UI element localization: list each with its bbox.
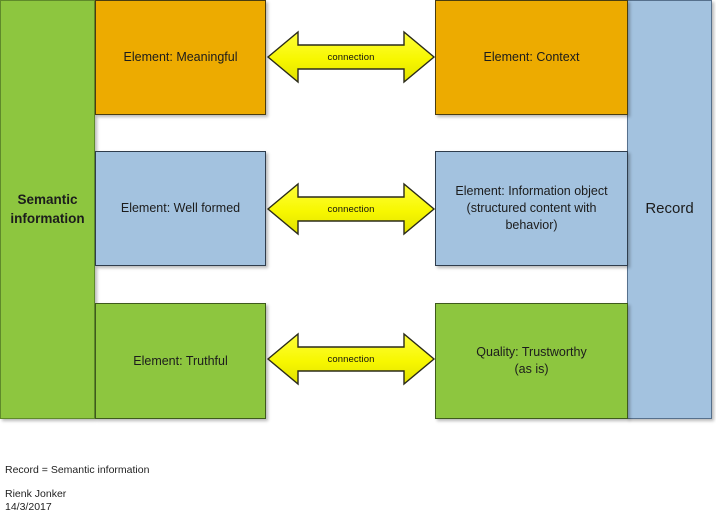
box-element-context-label: Element: Context <box>483 50 580 65</box>
band-semantic-information[interactable]: Semantic information <box>0 0 95 419</box>
box-element-information-object[interactable]: Element: Information object (structured … <box>435 151 628 266</box>
band-record[interactable]: Record <box>627 0 712 419</box>
box-element-meaningful-label: Element: Meaningful <box>123 50 238 65</box>
box-element-well-formed-label: Element: Well formed <box>120 201 241 216</box>
box-element-truthful-label: Element: Truthful <box>133 353 228 368</box>
caption-block: Record = Semantic information Rienk Jonk… <box>5 464 425 513</box>
double-arrow-icon <box>266 182 436 236</box>
box-element-meaningful[interactable]: Element: Meaningful <box>95 0 266 115</box>
band-semantic-information-label: Semantic information <box>10 192 85 226</box>
box-quality-trustworthy[interactable]: Quality: Trustworthy (as is) <box>435 303 628 419</box>
box-quality-trustworthy-label: Quality: Trustworthy (as is) <box>476 345 587 376</box>
connector-row-3[interactable]: connection <box>266 328 436 390</box>
box-element-well-formed[interactable]: Element: Well formed <box>95 151 266 266</box>
caption-author: Rienk Jonker <box>5 488 67 501</box>
caption-note: Record = Semantic information <box>5 464 150 476</box>
connector-row-2[interactable]: connection <box>266 178 436 240</box>
band-record-label: Record <box>645 200 694 218</box>
caption-date: 14/3/2017 <box>5 500 52 513</box>
box-element-truthful[interactable]: Element: Truthful <box>95 303 266 419</box>
double-arrow-icon <box>266 332 436 386</box>
box-element-information-object-label: Element: Information object (structured … <box>455 184 608 232</box>
box-element-context[interactable]: Element: Context <box>435 0 628 115</box>
caption-spacer <box>5 476 425 488</box>
double-arrow-icon <box>266 30 436 84</box>
connector-row-1[interactable]: connection <box>266 26 436 88</box>
